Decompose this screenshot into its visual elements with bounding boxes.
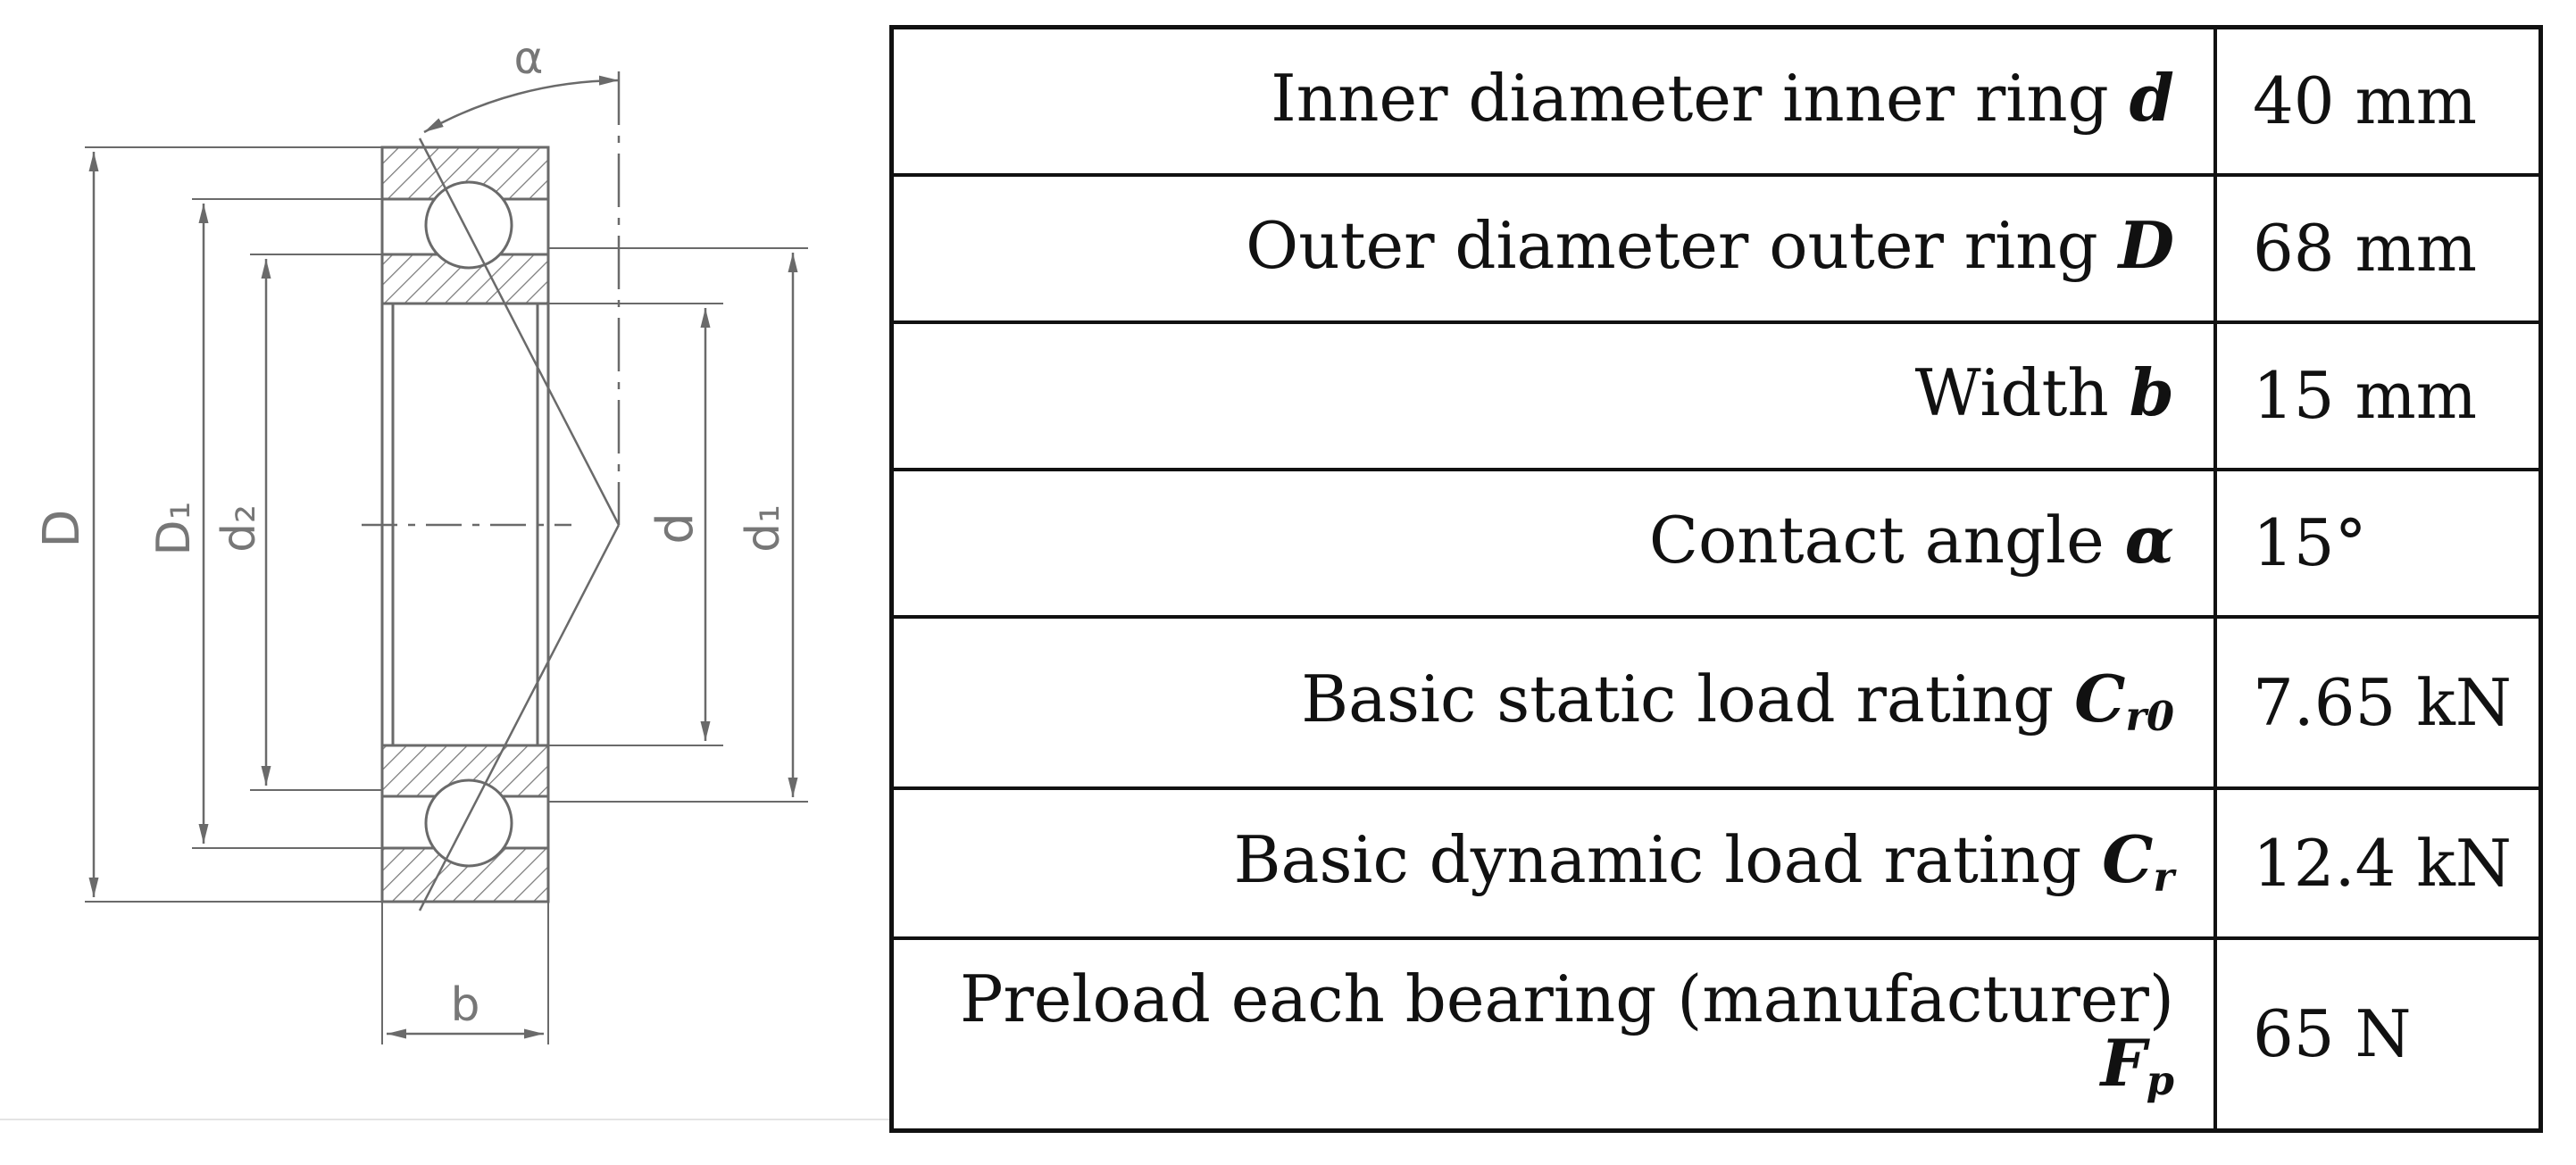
label-d: d [646,512,704,545]
parameter-label: Basic dynamic load rating [1233,822,2082,898]
parameter-symbol: d [2129,60,2174,137]
table-row: Contact angle α 15° [889,467,2543,619]
value-cell: 15° [2213,467,2543,619]
parameter-symbol: Cr0 [2074,661,2174,741]
parameter-symbol: D [2118,206,2174,283]
parameter-cell: Preload each bearing (manufacturer) Fp [889,936,2217,1133]
parameter-symbol: Cr [2102,821,2174,902]
value-cell: 15 mm [2213,320,2543,471]
label-D: D [33,509,91,547]
table-row: Basic dynamic load rating Cr 12.4 kN [889,786,2543,940]
value-cell: 12.4 kN [2213,786,2543,940]
parameter-label: Outer diameter outer ring [1246,207,2098,283]
label-alpha: α [514,32,544,84]
table-row: Preload each bearing (manufacturer) Fp 6… [889,936,2543,1133]
value-cell: 65 N [2213,936,2543,1133]
table-row: Basic static load rating Cr0 7.65 kN [889,614,2543,790]
label-d1: d₁ [737,504,790,553]
parameter-cell: Inner diameter inner ring d [889,25,2217,177]
ball-top [424,180,513,270]
parameter-cell: Width b [889,320,2217,471]
label-D1: D₁ [147,502,201,556]
value-cell: 40 mm [2213,25,2543,177]
table-row: Inner diameter inner ring d 40 mm [889,25,2543,177]
parameter-label: Contact angle [1648,502,2105,578]
bearing-cross-section-drawing: α D D₁ d₂ d d₁ b [33,32,808,1044]
table-row: Width b 15 mm [889,320,2543,471]
parameter-label: Inner diameter inner ring [1271,61,2109,137]
label-d2: d₂ [213,504,266,553]
parameter-cell: Outer diameter outer ring D [889,172,2217,324]
parameter-cell: Basic dynamic load rating Cr [889,786,2217,940]
parameter-symbol: b [2129,354,2174,430]
bearing-specification-table: Inner diameter inner ring d 40 mm Outer … [889,25,2543,1133]
parameter-symbol: Fp [2100,1025,2174,1104]
parameter-cell: Basic static load rating Cr0 [889,614,2217,790]
parameter-label: Width [1914,354,2109,430]
value-cell: 7.65 kN [2213,614,2543,790]
parameter-symbol: α [2124,501,2174,578]
parameter-label: Preload each bearing (manufacturer) [959,961,2174,1037]
table-row: Outer diameter outer ring D 68 mm [889,172,2543,324]
parameter-cell: Contact angle α [889,467,2217,619]
ball-bottom [424,778,513,868]
value-cell: 68 mm [2213,172,2543,324]
divider [0,1119,893,1120]
parameter-label: Basic static load rating [1301,662,2055,737]
label-b: b [450,978,479,1032]
